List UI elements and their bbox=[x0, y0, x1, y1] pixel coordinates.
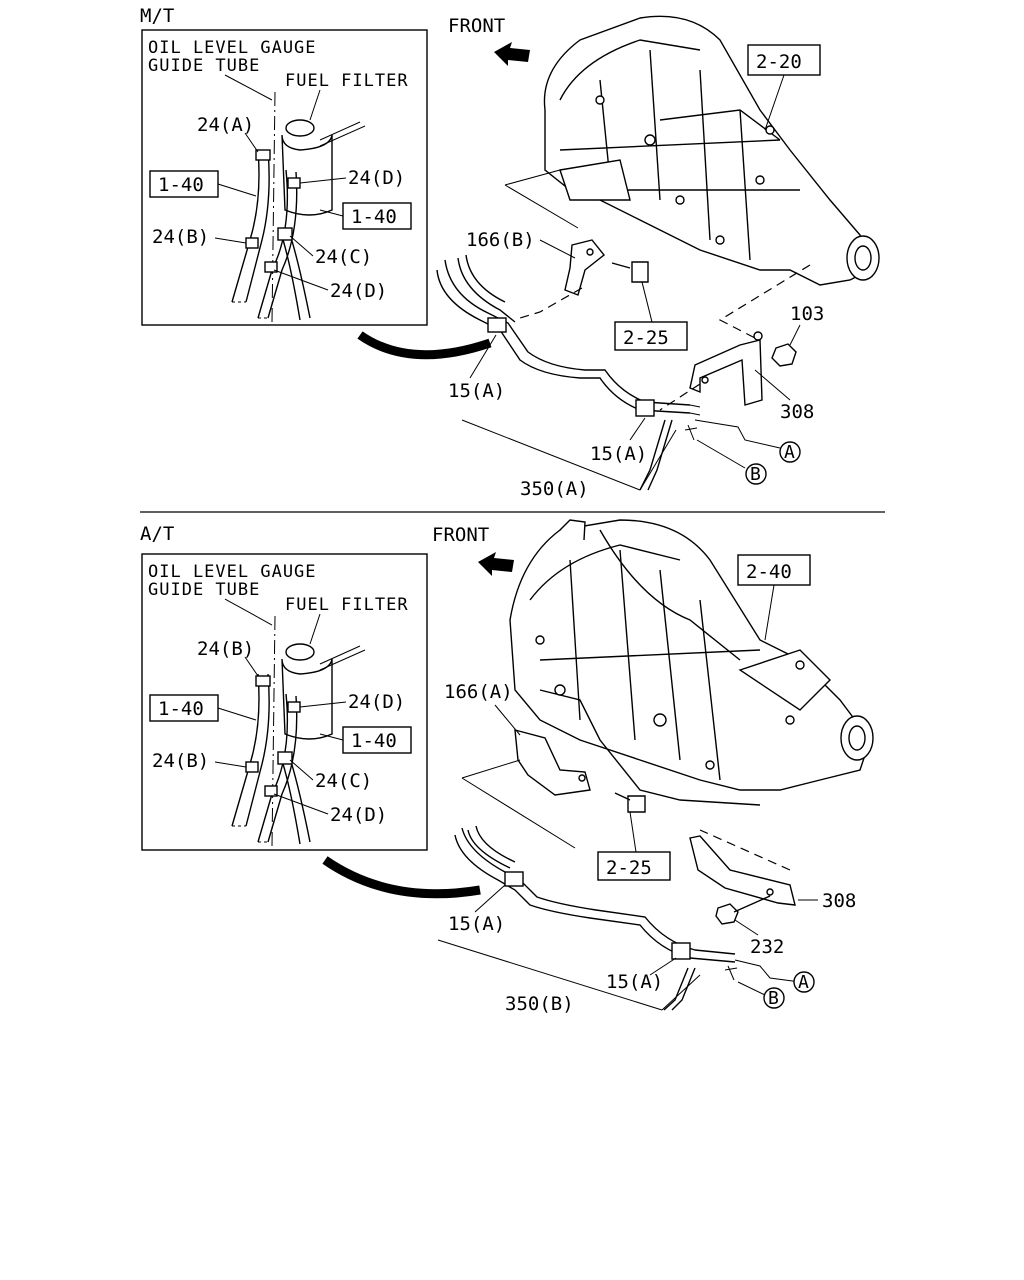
at-label-350b: 350(B) bbox=[505, 993, 574, 1015]
mt-label-24a: 24(A) bbox=[197, 114, 254, 136]
mt-circle-b-text: B bbox=[750, 464, 761, 485]
at-circle-b-text: B bbox=[768, 988, 779, 1009]
mt-circle-b bbox=[745, 463, 767, 485]
at-ref-1-40-right-text: 1-40 bbox=[351, 730, 397, 752]
mt-clip-24c bbox=[277, 227, 293, 241]
at-section: A/T OIL LEVEL GAUGE GUIDE TUBE FUEL FILT… bbox=[140, 519, 874, 1015]
mt-circle-a bbox=[779, 441, 801, 463]
at-inset: OIL LEVEL GAUGE GUIDE TUBE FUEL FILTER bbox=[141, 553, 428, 851]
mt-bolt-icon bbox=[611, 261, 649, 283]
at-clip-24b bbox=[245, 761, 259, 773]
at-label-24d-bottom: 24(D) bbox=[330, 804, 387, 826]
at-bolt-icon bbox=[614, 792, 646, 813]
mt-nut-103-icon bbox=[771, 343, 797, 367]
mt-transmission bbox=[543, 15, 880, 286]
at-inset-title-line1: OIL LEVEL GAUGE bbox=[148, 562, 317, 582]
mt-label-166b: 166(B) bbox=[466, 229, 535, 251]
at-clip-24b-top bbox=[255, 675, 271, 687]
mt-ref-1-40-right bbox=[342, 202, 412, 230]
mt-inset-title-line2: GUIDE TUBE bbox=[148, 56, 260, 76]
mt-label-308: 308 bbox=[780, 401, 814, 423]
mt-fuel-filter-label: FUEL FILTER bbox=[285, 71, 409, 91]
at-fuel-filter bbox=[281, 643, 366, 740]
at-bracket-308 bbox=[689, 835, 796, 906]
mt-clip-24b bbox=[245, 237, 259, 249]
mt-fuel-filter bbox=[281, 119, 366, 216]
at-section-title: A/T bbox=[140, 523, 174, 545]
at-label-166a: 166(A) bbox=[444, 681, 513, 703]
at-circle-b bbox=[763, 987, 785, 1009]
at-ref-1-40-left-text: 1-40 bbox=[158, 698, 204, 720]
at-label-24b: 24(B) bbox=[152, 750, 209, 772]
at-label-24d-top: 24(D) bbox=[348, 691, 405, 713]
at-gauge-tube bbox=[271, 615, 276, 847]
mt-label-24d-top: 24(D) bbox=[348, 167, 405, 189]
at-circle-a-text: A bbox=[798, 972, 809, 993]
mt-detail-arrow bbox=[357, 331, 492, 360]
mt-ref-2-20 bbox=[747, 44, 821, 76]
mt-ref-2-25-text: 2-25 bbox=[623, 327, 669, 349]
mt-clip-24a bbox=[255, 149, 271, 161]
mt-label-24b: 24(B) bbox=[152, 226, 209, 248]
at-front-label: FRONT bbox=[432, 524, 489, 546]
at-front-arrow-icon bbox=[478, 552, 514, 576]
mt-circle-a-text: A bbox=[784, 442, 795, 463]
at-ref-2-40-text: 2-40 bbox=[746, 561, 792, 583]
at-label-24c: 24(C) bbox=[315, 770, 372, 792]
mt-clip-24d-top bbox=[287, 177, 301, 189]
mt-pipe-assembly bbox=[436, 254, 701, 491]
at-label-308: 308 bbox=[822, 890, 856, 912]
at-inset-title-line2: GUIDE TUBE bbox=[148, 580, 260, 600]
mt-ref-1-40-right-text: 1-40 bbox=[351, 206, 397, 228]
at-label-24b-top: 24(B) bbox=[197, 638, 254, 660]
at-ref-2-25 bbox=[597, 851, 671, 881]
mt-label-24c: 24(C) bbox=[315, 246, 372, 268]
mt-label-103: 103 bbox=[790, 303, 824, 325]
mt-ref-1-40-left bbox=[149, 170, 219, 198]
at-circle-a bbox=[793, 971, 815, 993]
mt-label-350a: 350(A) bbox=[520, 478, 589, 500]
at-detail-arrow bbox=[322, 856, 481, 899]
mt-front-label: FRONT bbox=[448, 15, 505, 37]
mt-section: M/T OIL LEVEL GAUGE GUIDE TUBE FUEL FILT… bbox=[140, 5, 880, 500]
mt-label-24d-bottom: 24(D) bbox=[330, 280, 387, 302]
mt-inset-title-line1: OIL LEVEL GAUGE bbox=[148, 38, 317, 58]
at-clip-24c bbox=[277, 751, 293, 765]
mt-bracket-166b bbox=[564, 239, 605, 296]
at-label-15a-right: 15(A) bbox=[606, 971, 663, 993]
mt-gauge-tube bbox=[271, 91, 276, 323]
at-fuel-filter-label: FUEL FILTER bbox=[285, 595, 409, 615]
mt-ref-1-40-left-text: 1-40 bbox=[158, 174, 204, 196]
mt-ref-2-20-text: 2-20 bbox=[756, 51, 802, 73]
at-label-232: 232 bbox=[750, 936, 784, 958]
at-clip-24d-bottom bbox=[264, 785, 278, 797]
at-bolt-232-icon bbox=[715, 895, 771, 925]
mt-section-title: M/T bbox=[140, 5, 174, 27]
at-label-15a-left: 15(A) bbox=[448, 913, 505, 935]
mt-small-bolt-icon bbox=[684, 424, 698, 441]
at-small-bolt-icon bbox=[724, 965, 738, 981]
at-ref-2-25-text: 2-25 bbox=[606, 857, 652, 879]
mt-clip-24d-bottom bbox=[264, 261, 278, 273]
mt-inset: OIL LEVEL GAUGE GUIDE TUBE FUEL FILTER bbox=[141, 29, 428, 326]
at-clip-24d-top bbox=[287, 701, 301, 713]
at-pipe-assembly bbox=[454, 825, 736, 1011]
mt-front-arrow-icon bbox=[494, 42, 530, 66]
at-ref-1-40-left bbox=[149, 694, 219, 722]
mt-bracket-308 bbox=[689, 331, 763, 406]
mt-ref-2-25 bbox=[614, 321, 688, 351]
mt-label-15a-right: 15(A) bbox=[590, 443, 647, 465]
at-transmission bbox=[509, 519, 874, 806]
at-bracket-166a bbox=[514, 729, 591, 796]
mt-label-15a-left: 15(A) bbox=[448, 380, 505, 402]
